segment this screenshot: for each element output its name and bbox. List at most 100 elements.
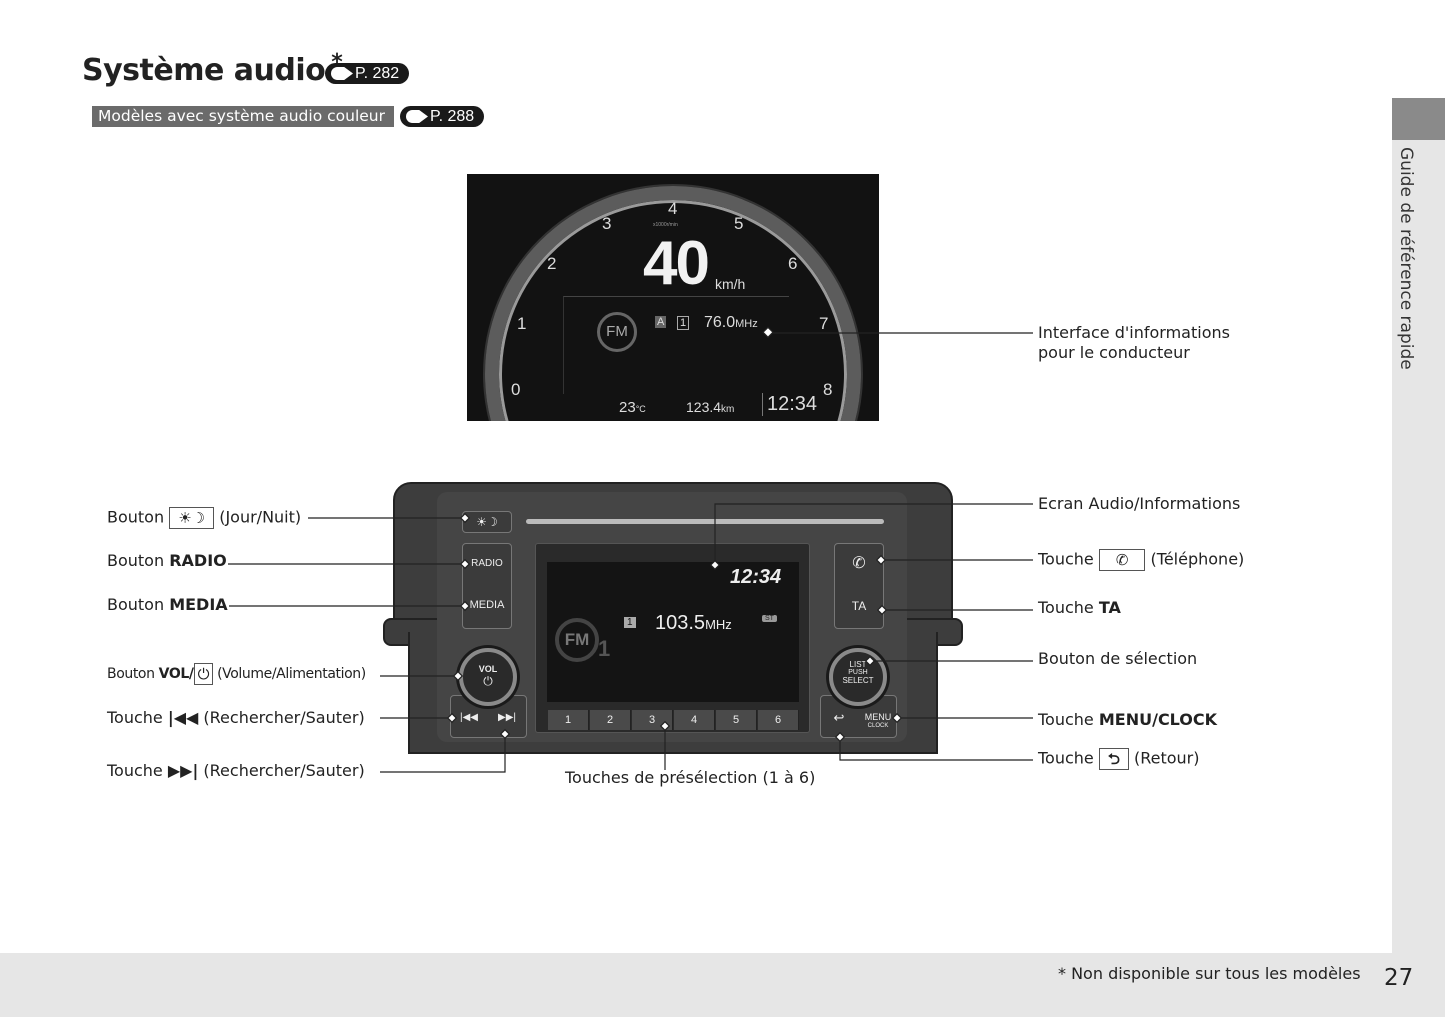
- band-number: 1: [598, 636, 611, 661]
- callout-suffix: (Téléphone): [1150, 549, 1245, 569]
- day-night-button[interactable]: ☀☽: [462, 511, 512, 533]
- radio-media-buttons: [462, 543, 512, 629]
- info-panel: [563, 296, 789, 394]
- page-title: Système audio*: [82, 50, 343, 88]
- preset-button-5[interactable]: 5: [716, 710, 757, 730]
- callout-presets: Touches de présélection (1 à 6): [565, 768, 816, 787]
- callout-suffix: (Jour/Nuit): [219, 507, 302, 527]
- seek-back-button[interactable]: |◀◀: [460, 712, 478, 723]
- frequency-value: 103.5: [655, 612, 706, 634]
- callout-day-night: Bouton ☀☽ (Jour/Nuit): [107, 507, 301, 529]
- callout-bold: RADIO: [169, 551, 227, 570]
- select-knob[interactable]: [829, 648, 887, 706]
- side-tab-marker: [1392, 98, 1445, 140]
- callout-back: Touche ⮌ (Retour): [1038, 748, 1199, 770]
- preset-indicator: 1: [677, 316, 690, 330]
- odometer: 123.4: [686, 399, 722, 415]
- callout-suffix: (Rechercher/Sauter): [203, 708, 365, 727]
- callout-prefix: Touche: [107, 708, 163, 727]
- day-night-icon: ☀☽: [169, 507, 215, 529]
- ref-label: P. 282: [355, 65, 400, 82]
- preset-button-1[interactable]: 1: [548, 710, 589, 730]
- tach-tick: 4: [668, 199, 678, 218]
- title-text: Système audio: [82, 53, 326, 88]
- tach-tick: 2: [547, 254, 557, 273]
- screen-clock: 12:34: [730, 566, 782, 588]
- page-ref-link-288[interactable]: P. 288: [400, 106, 485, 127]
- callout-bold: TA: [1098, 598, 1121, 617]
- vol-label: VOL: [478, 664, 498, 674]
- driver-information-interface: 0 1 2 3 4 5 6 7 8 x1000r/min 40 km/h FM …: [467, 174, 879, 421]
- callout-menu-clock: Touche MENU/CLOCK: [1038, 710, 1217, 730]
- callout-prefix: Bouton: [107, 595, 165, 614]
- callout-ta: Touche TA: [1038, 598, 1121, 618]
- arrow-icon: [406, 110, 428, 123]
- tach-tick: 1: [517, 314, 527, 333]
- model-subtitle: Modèles avec système audio couleur: [92, 106, 394, 127]
- list-label: LIST: [849, 660, 867, 669]
- asterisk: *: [331, 50, 343, 75]
- power-icon: ⏻: [193, 663, 214, 685]
- side-tab: [1392, 140, 1445, 953]
- callout-line: Interface d'informations: [1038, 323, 1230, 342]
- page-footer: [0, 953, 1445, 1017]
- menu-label: MENU: [864, 712, 892, 722]
- preset-indicator: 1: [624, 617, 636, 628]
- ref-label: P. 288: [430, 108, 475, 125]
- temperature-unit: °C: [635, 404, 646, 414]
- frequency-value: 76.0: [704, 314, 736, 331]
- callout-prefix: Touche: [1038, 549, 1094, 569]
- disc-slot: [526, 519, 884, 524]
- callout-suffix: (Retour): [1133, 748, 1200, 768]
- preset-button-4[interactable]: 4: [674, 710, 715, 730]
- fm-band-icon: FM: [597, 312, 637, 352]
- callout-prefix: Touche: [1038, 710, 1094, 729]
- callout-select: Bouton de sélection: [1038, 649, 1198, 668]
- page-number: 27: [1384, 965, 1414, 991]
- tach-tick: 7: [819, 314, 829, 333]
- callout-prefix: Bouton: [107, 507, 165, 527]
- back-button[interactable]: ↩: [833, 710, 845, 725]
- vol-power-knob[interactable]: [459, 648, 517, 706]
- tach-tick: 8: [823, 380, 833, 399]
- callout-line: pour le conducteur: [1038, 343, 1190, 362]
- callout-prefix: Touche: [107, 761, 163, 780]
- ta-button[interactable]: TA: [851, 599, 867, 613]
- tach-tick: 0: [511, 380, 521, 399]
- phone-button[interactable]: ✆: [852, 555, 866, 572]
- callout-prefix: Touche: [1038, 748, 1094, 768]
- callout-prefix: Bouton: [107, 666, 155, 682]
- speed-unit: km/h: [715, 276, 746, 292]
- radio-button[interactable]: RADIO: [471, 558, 503, 569]
- callout-bold: MENU/CLOCK: [1098, 710, 1218, 729]
- frequency-unit: MHz: [705, 617, 732, 632]
- preset-button-6[interactable]: 6: [758, 710, 799, 730]
- tach-tick: 3: [602, 214, 612, 233]
- side-tab-label[interactable]: Guide de référence rapide: [1396, 147, 1416, 370]
- seek-forward-button[interactable]: ▶▶|: [498, 712, 516, 723]
- callout-suffix: (Rechercher/Sauter): [203, 761, 365, 780]
- page-ref-link-282[interactable]: P. 282: [325, 63, 410, 84]
- callout-seek-back: Touche |◀◀ (Rechercher/Sauter): [107, 708, 365, 728]
- arrow-icon: [331, 67, 353, 80]
- callout-vol: Bouton VOL/⏻ (Volume/Alimentation): [107, 663, 366, 685]
- preset-button-2[interactable]: 2: [590, 710, 631, 730]
- callout-suffix: (Volume/Alimentation): [217, 666, 366, 682]
- speed-value: 40: [643, 229, 710, 298]
- push-label: PUSH: [848, 669, 868, 676]
- callout-seek-forward: Touche ▶▶| (Rechercher/Sauter): [107, 761, 365, 781]
- odometer-unit: km: [721, 404, 735, 415]
- callout-screen: Ecran Audio/Informations: [1038, 494, 1241, 513]
- power-icon: ⏻: [483, 674, 493, 688]
- callout-bold: MEDIA: [169, 595, 228, 614]
- media-button[interactable]: MEDIA: [469, 599, 505, 611]
- select-label: SELECT: [842, 676, 874, 685]
- seek-forward-icon: ▶▶|: [167, 761, 199, 780]
- tach-tick: 6: [788, 254, 798, 273]
- footnote: * Non disponible sur tous les modèles: [1058, 964, 1361, 983]
- back-icon: ⮌: [1098, 748, 1129, 770]
